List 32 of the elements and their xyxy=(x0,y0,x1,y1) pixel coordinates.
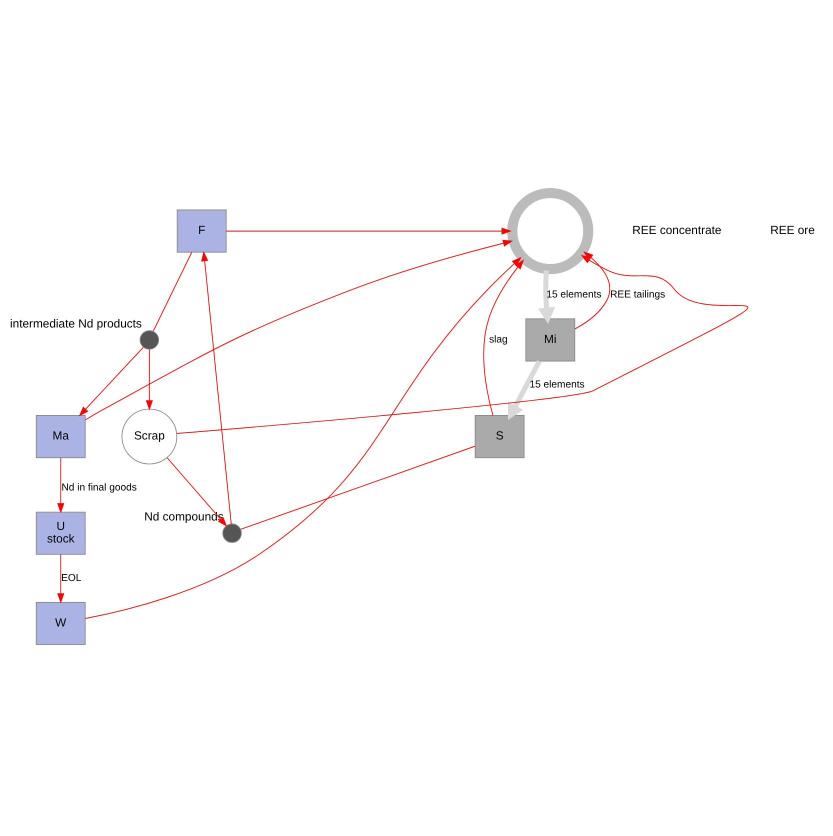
node-circle xyxy=(140,330,160,350)
label: REE ore xyxy=(770,223,815,238)
node-label: intermediate Nd products xyxy=(10,316,142,330)
arrow xyxy=(146,349,153,410)
node-box: U stock xyxy=(36,512,86,555)
arrow xyxy=(176,254,748,434)
connector xyxy=(152,252,192,332)
edge-label: 15 elements xyxy=(529,380,585,391)
node-circle: Scrap xyxy=(122,408,178,464)
arrow xyxy=(538,270,556,324)
arrow xyxy=(483,259,524,416)
node-box: F xyxy=(176,210,227,253)
edge-label: slag xyxy=(489,334,508,346)
edge-label: EOL xyxy=(61,572,82,584)
connector xyxy=(240,446,476,530)
arrow xyxy=(508,360,542,420)
node-box: S xyxy=(474,415,525,458)
node-circle xyxy=(222,524,242,543)
arrow xyxy=(57,554,64,604)
node-box: W xyxy=(36,602,86,646)
edge-label: 15 elements xyxy=(546,289,602,300)
node-box: Mi xyxy=(525,318,576,362)
arrow xyxy=(226,228,512,235)
label: REE concentrate xyxy=(632,223,722,238)
edge-label: REE tailings xyxy=(610,289,666,300)
edge-label: Nd in final goods xyxy=(61,482,137,494)
arrow xyxy=(85,256,522,619)
arrow xyxy=(57,457,64,514)
arrow xyxy=(84,240,514,420)
node-box: Ma xyxy=(36,415,86,458)
arrow xyxy=(78,346,144,416)
arrow xyxy=(201,251,232,524)
